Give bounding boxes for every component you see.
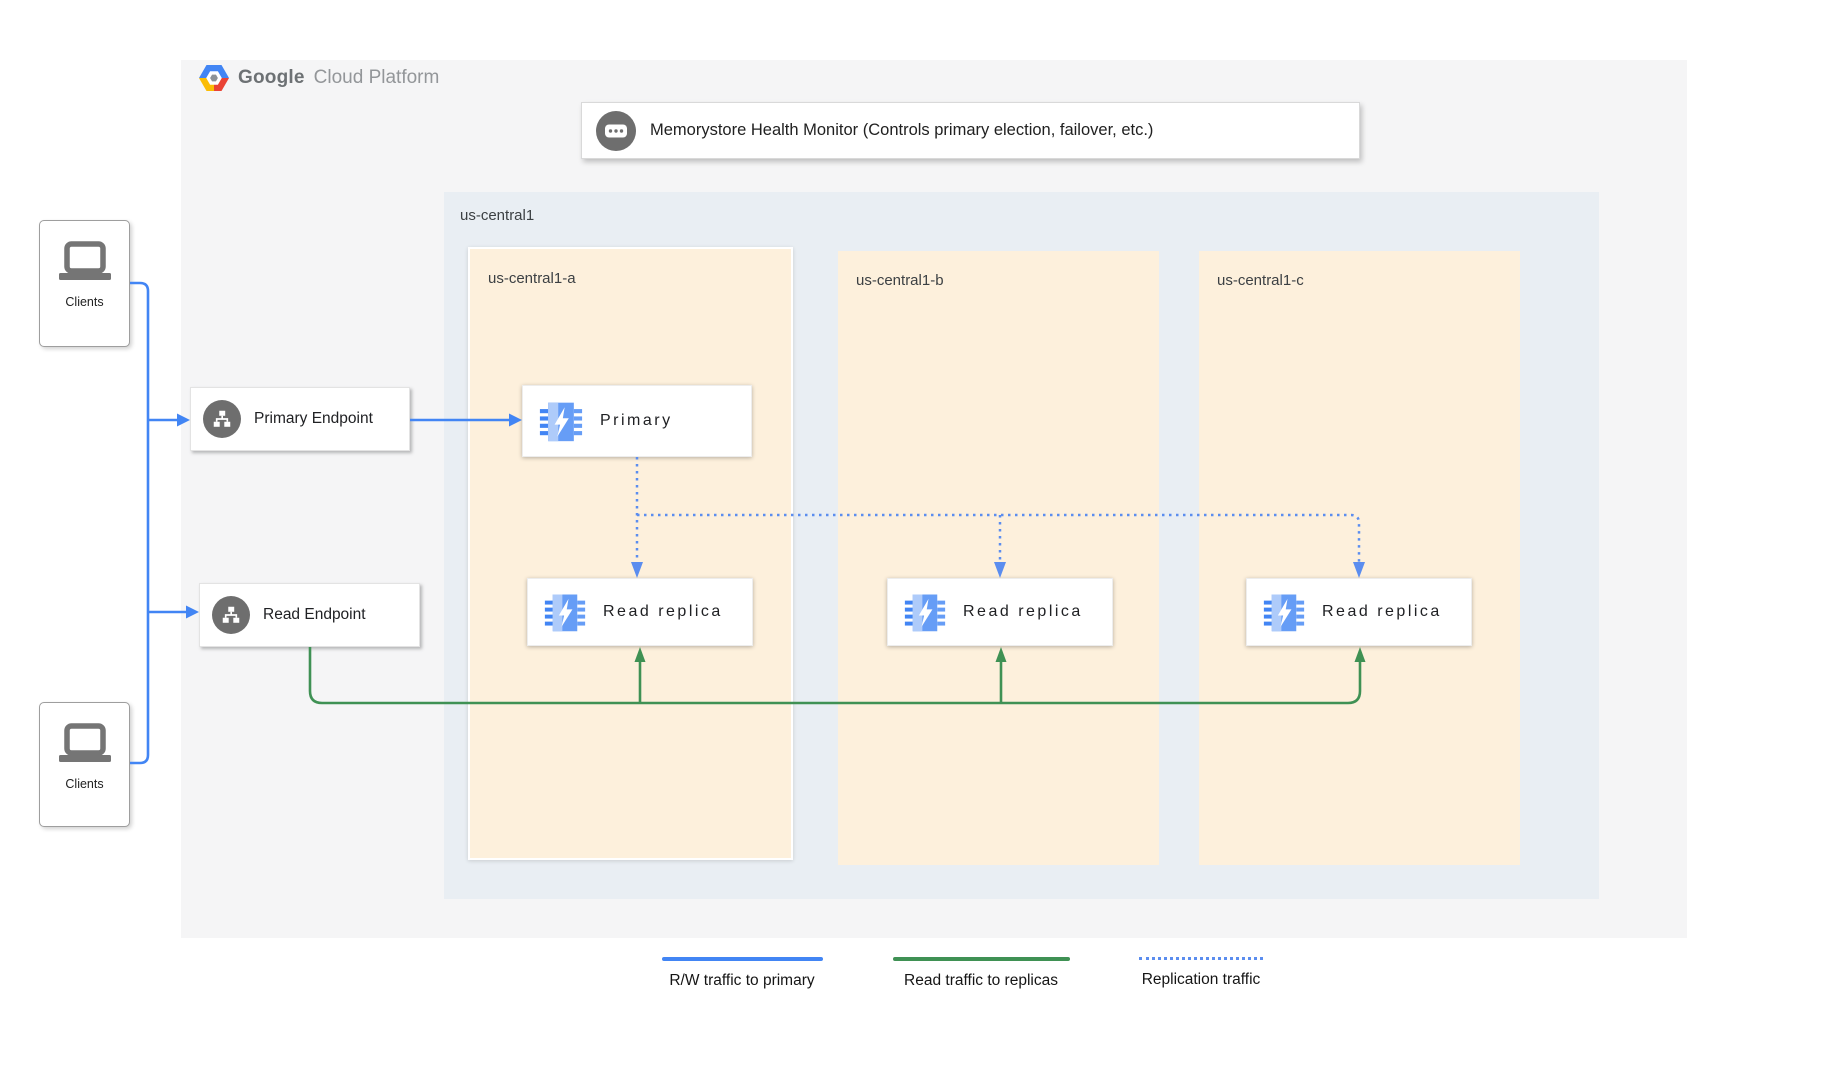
laptop-icon — [58, 723, 111, 762]
read-endpoint-label: Read Endpoint — [263, 606, 366, 623]
zone-c-box: us-central1-c — [1199, 251, 1520, 865]
health-monitor-box: Memorystore Health Monitor (Controls pri… — [581, 102, 1360, 159]
gcp-hexagon-icon — [199, 65, 229, 91]
legend-label: Replication traffic — [1141, 971, 1261, 988]
memorystore-chip-icon — [544, 594, 586, 632]
read-endpoint-box: Read Endpoint — [199, 583, 420, 647]
sitemap-icon — [203, 400, 241, 438]
clients-box-bottom: Clients — [39, 702, 130, 827]
read-replica-label: Read replica — [603, 603, 723, 620]
laptop-icon — [58, 241, 111, 280]
clients-label: Clients — [65, 295, 104, 309]
read-replica-c-box: Read replica — [1246, 578, 1472, 646]
primary-node-box: Primary — [522, 385, 752, 457]
zone-c-label: us-central1-c — [1217, 272, 1304, 289]
memorystore-chip-icon — [904, 594, 946, 632]
gcp-logo: Google Cloud Platform — [199, 62, 439, 94]
logo-product-text: Cloud Platform — [313, 67, 440, 88]
legend-line-dotted-blue — [1139, 957, 1263, 960]
primary-endpoint-label: Primary Endpoint — [254, 410, 373, 427]
read-replica-label: Read replica — [963, 603, 1083, 620]
legend-line-solid-green — [892, 957, 1070, 961]
read-replica-label: Read replica — [1322, 603, 1442, 620]
legend-item-read-traffic: Read traffic to replicas — [888, 957, 1074, 990]
console-dots-icon — [596, 110, 636, 151]
zone-b-label: us-central1-b — [856, 272, 944, 289]
region-box: us-central1 us-central1-a us-central1-b … — [444, 192, 1599, 899]
memorystore-chip-icon — [1263, 594, 1305, 632]
sitemap-icon — [212, 596, 250, 634]
memorystore-chip-icon — [539, 402, 583, 442]
legend-label: Read traffic to replicas — [904, 972, 1058, 989]
legend-label: R/W traffic to primary — [669, 972, 815, 989]
read-replica-a-box: Read replica — [527, 578, 753, 646]
logo-brand-text: Google — [238, 67, 305, 88]
legend-line-solid-blue — [661, 957, 823, 961]
primary-endpoint-box: Primary Endpoint — [190, 387, 410, 451]
zone-b-box: us-central1-b — [838, 251, 1159, 865]
legend-item-replication-traffic: Replication traffic — [1128, 957, 1274, 989]
zone-a-label: us-central1-a — [488, 270, 576, 287]
legend-item-rw-traffic: R/W traffic to primary — [654, 957, 830, 990]
clients-box-top: Clients — [39, 220, 130, 347]
primary-node-label: Primary — [600, 412, 673, 429]
zone-a-box: us-central1-a — [468, 247, 793, 860]
clients-label: Clients — [65, 777, 104, 791]
region-label: us-central1 — [460, 207, 535, 224]
health-monitor-label: Memorystore Health Monitor (Controls pri… — [650, 121, 1154, 139]
read-replica-b-box: Read replica — [887, 578, 1113, 646]
